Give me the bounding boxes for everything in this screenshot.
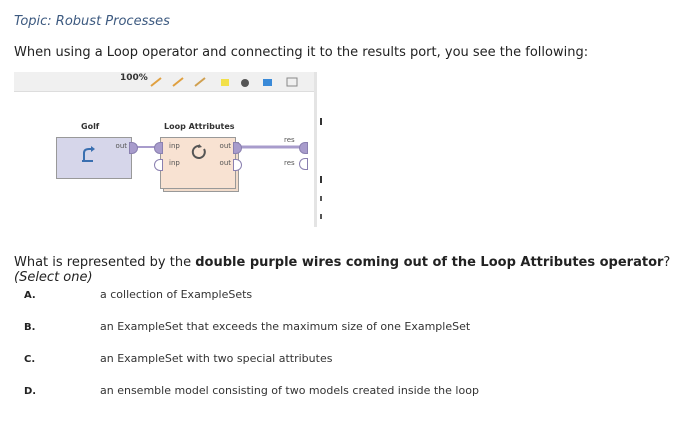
question-bold: double purple wires coming out of the Lo… [195, 255, 664, 270]
retrieve-icon [82, 146, 95, 162]
golf-operator-name: Golf [81, 122, 100, 131]
loop-icon [191, 144, 206, 159]
cut-text [320, 118, 322, 125]
loop-inp-port-1[interactable] [154, 142, 163, 154]
res-port-label: res [284, 136, 295, 144]
option-b[interactable]: an ExampleSet that exceeds the maximum s… [100, 320, 471, 333]
fit-icon [286, 77, 298, 87]
cut-text [320, 176, 322, 183]
loop-attributes-operator[interactable]: inp inp out out [160, 137, 236, 189]
loop-out-port-1[interactable] [233, 142, 242, 154]
wire-icon [150, 77, 162, 87]
plug-icon [241, 79, 249, 87]
cut-text [320, 214, 322, 219]
loop-out-port-label: out [219, 142, 231, 150]
golf-operator[interactable]: out [56, 137, 132, 179]
topic-title: Topic: Robust Processes [14, 14, 170, 29]
res-port-2[interactable] [299, 158, 308, 170]
loop-inp-port-label: inp [169, 142, 180, 150]
option-c-letter: C. [24, 354, 36, 365]
option-b-letter: B. [24, 322, 36, 333]
process-screenshot: 100% Golf out Loop Attributes inp inp [14, 72, 332, 227]
toolbar: 100% [14, 72, 314, 92]
res-port-1[interactable] [299, 142, 308, 154]
option-c[interactable]: an ExampleSet with two special attribute… [100, 352, 333, 365]
question-prefix: What is represented by the [14, 255, 196, 270]
res-port-label: res [284, 159, 295, 167]
question-hint: (Select one) [14, 270, 93, 285]
loop-out-port-label: out [219, 159, 231, 167]
option-d-letter: D. [24, 386, 37, 397]
option-a-letter: A. [24, 290, 36, 301]
book-icon [263, 79, 272, 86]
golf-out-port-label: out [115, 142, 127, 150]
panel-divider [314, 72, 317, 227]
golf-out-port[interactable] [129, 142, 138, 154]
wire-icon [194, 77, 206, 87]
option-a[interactable]: a collection of ExampleSets [100, 288, 253, 301]
loop-inp-port-label: inp [169, 159, 180, 167]
loop-out-port-2[interactable] [233, 159, 242, 171]
wire-icon [172, 77, 184, 87]
zoom-level: 100% [120, 73, 148, 83]
loop-inp-port-2[interactable] [154, 159, 163, 171]
toolbar-icons [150, 77, 298, 87]
cut-text [320, 196, 322, 201]
question-suffix: ? [663, 255, 671, 270]
note-icon [221, 79, 229, 86]
question-text: What is represented by the double purple… [14, 255, 700, 285]
option-d[interactable]: an ensemble model consisting of two mode… [100, 384, 479, 397]
loop-operator-name: Loop Attributes [164, 122, 235, 131]
intro-text: When using a Loop operator and connectin… [14, 45, 589, 60]
